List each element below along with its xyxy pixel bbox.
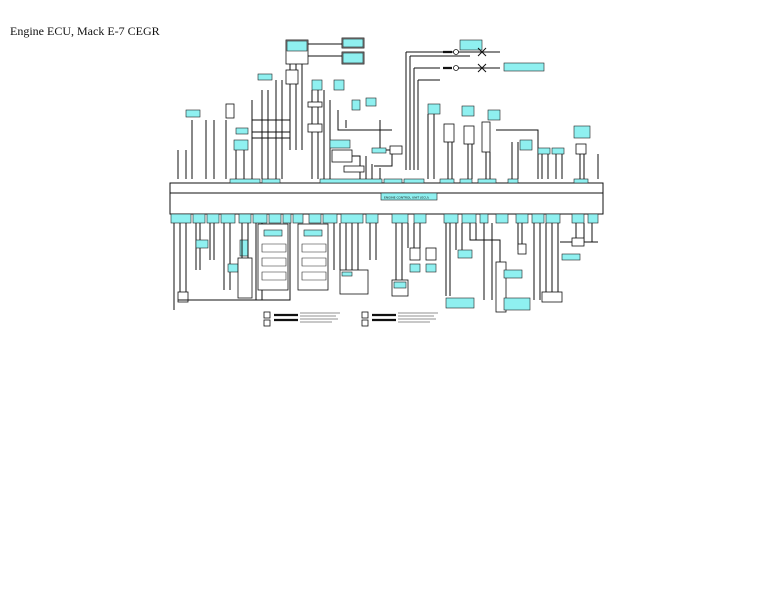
- top-wiring: [177, 37, 599, 179]
- legend: [263, 311, 438, 327]
- bottom-wiring: [173, 223, 598, 313]
- ecu-module: ENGINE CONTROL UNIT (ECU): [169, 182, 604, 215]
- ecu-top-connectors: [229, 178, 589, 184]
- ecu-label: ENGINE CONTROL UNIT (ECU): [384, 196, 429, 200]
- ecu-bottom-connectors: [170, 213, 599, 224]
- page-title: Engine ECU, Mack E-7 CEGR: [10, 24, 160, 38]
